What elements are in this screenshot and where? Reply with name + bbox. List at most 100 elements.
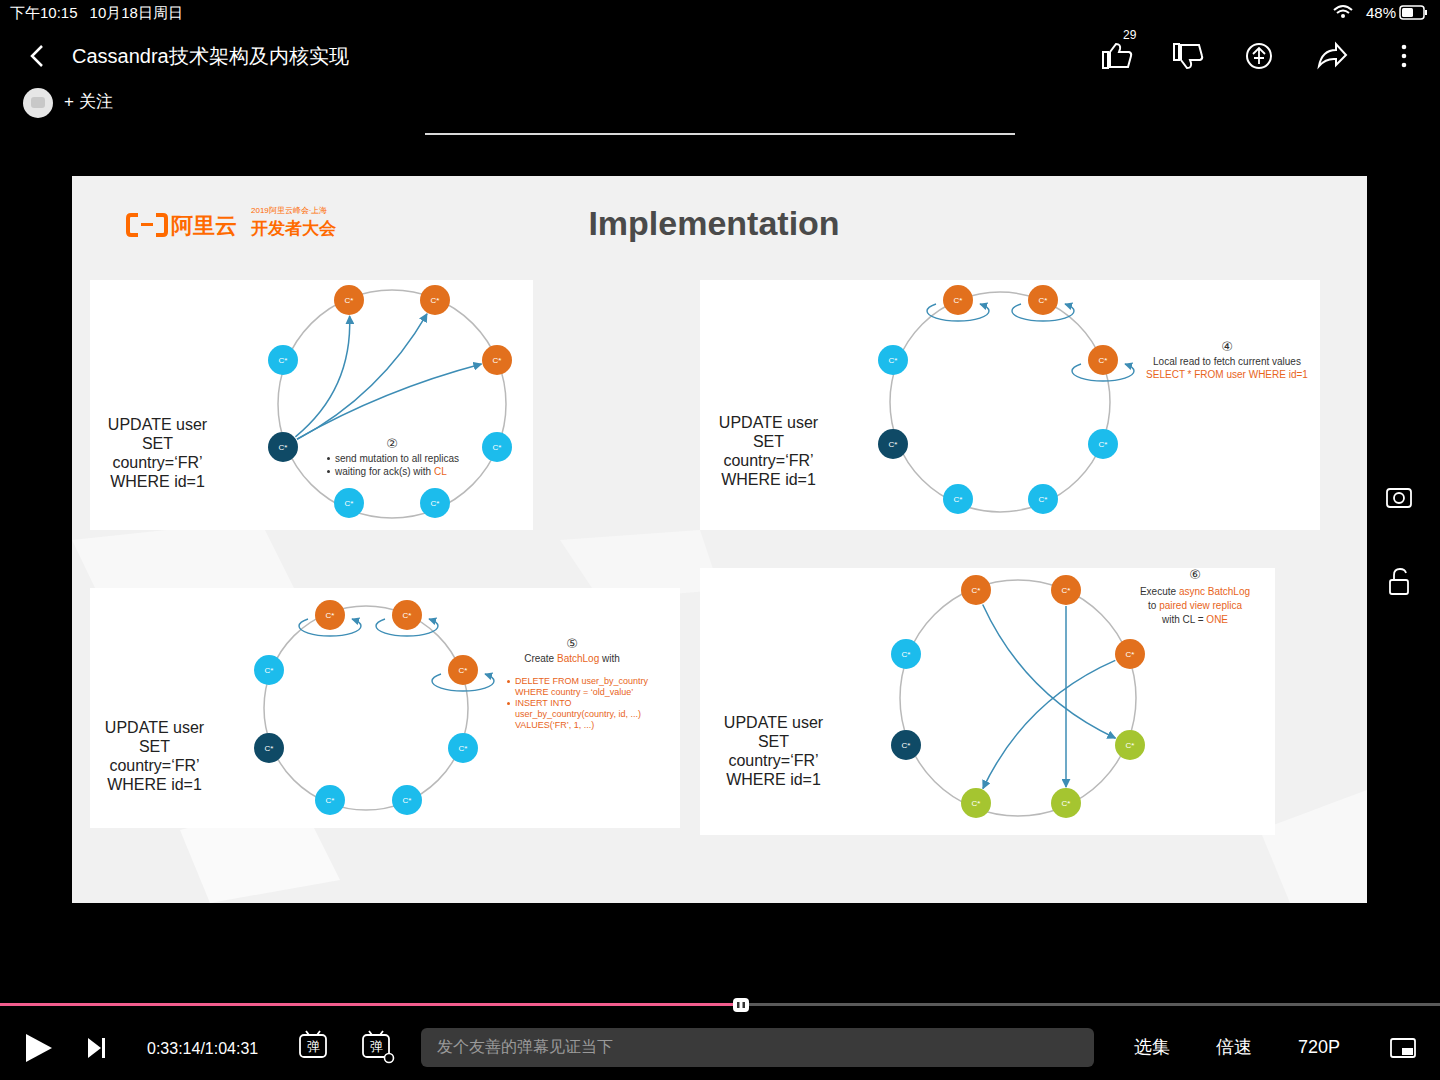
back-icon [32,46,42,66]
node-label: C* [459,666,468,675]
text-line: ② [372,435,412,452]
ring-node: C* [392,600,422,630]
ring-node: C* [392,785,422,815]
wifi-icon [1334,6,1352,13]
ring-node: C* [891,730,921,760]
avatar [23,88,53,118]
label-text: 阿里云 [171,213,237,238]
battery-icon [1425,10,1427,15]
text-block: 阿里云 [171,211,237,240]
text-block: DELETE FROM user_by_country WHERE countr… [506,676,674,731]
text-block: 0:33:14/1:04:31 [147,1038,258,1059]
ring-node: C* [334,285,364,315]
text-line: 弹 [366,1038,386,1055]
text-block: ⑥ [1175,566,1215,583]
label-text: DELETE FROM user_by_country WHERE countr… [515,676,648,697]
text-block: Executeasync BatchLogtopaired view repli… [1115,585,1275,627]
pip-icon [1402,1048,1413,1055]
node-label: C* [1126,650,1135,659]
label-text: INSERT INTO user_by_country(country, id,… [515,698,641,730]
share-icon [1319,44,1346,66]
ring-node: C* [1115,639,1145,669]
self-loop [376,619,438,636]
label-text: with [602,653,620,664]
screenshot-icon [1394,493,1404,503]
text-line: 48% [1366,3,1396,23]
progress-rest [740,1003,1440,1006]
bullet-dot [507,680,510,683]
play-icon [26,1034,52,1062]
ring-node: C* [482,345,512,375]
text-line: DELETE FROM user_by_country WHERE countr… [506,676,674,698]
label-text: ⑤ [566,636,578,651]
node-label: C* [889,356,898,365]
text-line: Executeasync BatchLog [1115,585,1275,599]
label-text: Local read to fetch current values [1153,356,1301,367]
next-icon [102,1038,105,1058]
node-label: C* [954,495,963,504]
node-label: C* [972,799,981,808]
connector-arrow [1065,606,1067,787]
text-line: ④ [1147,338,1307,355]
node-label: C* [902,741,911,750]
ring-node: C* [254,655,284,685]
connector-arrow [297,364,482,439]
text-line: topaired view replica [1115,599,1275,613]
text-line: 29 [1123,27,1136,43]
coin-icon [1253,48,1265,64]
connector-arrow [297,314,427,440]
connector-arrow [983,660,1115,788]
label-text: 2019阿里云峰会·上海 [251,206,327,215]
node-label: C* [265,744,274,753]
text-block: 选集 [1134,1036,1170,1059]
label-text: 29 [1123,28,1136,42]
ring-node: C* [1051,575,1081,605]
ring-node: C* [943,285,973,315]
ring-node: C* [334,488,364,518]
text-line: 开发者大会 [251,218,336,240]
battery-level [1402,8,1413,17]
label-text: BatchLog [557,653,599,664]
self-loop [299,619,361,636]
text-block: ④ [1147,338,1307,355]
lock-icon [1390,580,1408,594]
ring-node: C* [268,432,298,462]
battery-icon [1400,6,1424,19]
text-block: + 关注 [64,91,113,113]
text-block: 弹 [303,1038,323,1055]
self-loop [1012,304,1074,321]
panel-box: UPDATE user SET country=‘FR’ WHERE id=1C… [90,588,680,828]
logo-bracket [156,215,166,235]
deco-shape [1260,790,1367,903]
label-text: Execute [1140,586,1176,597]
label-text: 弹 [370,1039,383,1054]
node-label: C* [1062,799,1071,808]
title-underline [425,133,1015,135]
label-text: 倍速 [1216,1037,1252,1057]
panel-box: UPDATE user SET country=‘FR’ WHERE id=1C… [700,280,1320,530]
node-label: C* [1099,356,1108,365]
logo-dash [141,223,153,226]
ring-node: C* [420,285,450,315]
node-label: C* [493,356,502,365]
ring-node: C* [1051,788,1081,818]
node-label: C* [972,586,981,595]
text-line: Cassandra技术架构及内核实现 [72,43,349,69]
text-block: 720P [1298,1036,1340,1059]
label-text: + 关注 [64,92,113,111]
query-text: UPDATE user SET country=‘FR’ WHERE id=1 [95,415,220,491]
screenshot-icon [1387,489,1411,507]
label-text: CL [434,466,447,477]
text-line: send mutation to all replicas [326,452,459,465]
text-line: 倍速 [1216,1036,1252,1059]
text-line: Local read to fetch current values [1137,355,1317,368]
progress-played [0,1003,740,1006]
ring-node: C* [878,429,908,459]
text-block: 开发者大会 [251,218,336,240]
node-label: C* [326,611,335,620]
label-text: 弹 [307,1039,320,1054]
token-ring [890,292,1110,512]
label-text: to [1148,600,1156,611]
